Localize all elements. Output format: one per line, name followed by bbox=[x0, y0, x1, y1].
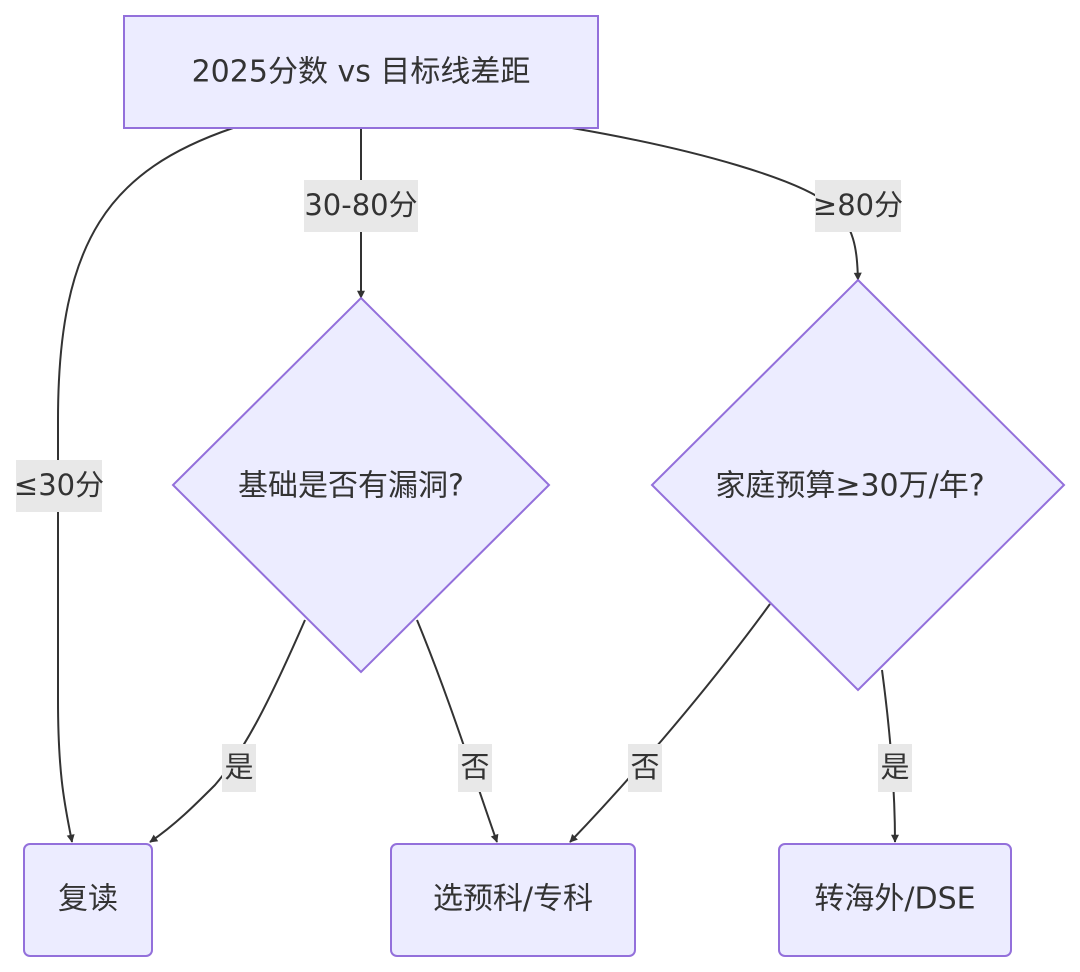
edge-label-ge80: ≥80分 bbox=[813, 180, 903, 232]
edge-label-foundation-no-text: 否 bbox=[460, 750, 489, 784]
edge-label-mid: 30-80分 bbox=[304, 180, 418, 232]
edge-score-to-budget bbox=[571, 127, 862, 281]
edge-label-budget-no-text: 否 bbox=[630, 750, 659, 784]
edge-label-ge80-text: ≥80分 bbox=[813, 188, 903, 222]
edge-label-foundation-yes: 是 bbox=[222, 744, 256, 792]
node-repeat-year-label: 复读 bbox=[58, 882, 118, 917]
node-foundation-gaps-label: 基础是否有漏洞? bbox=[238, 469, 464, 504]
node-foundation-gaps: 基础是否有漏洞? bbox=[171, 296, 551, 674]
edge-foundation-to-prep bbox=[416, 619, 499, 843]
edge-label-budget-yes: 是 bbox=[878, 744, 912, 792]
edge-label-foundation-yes-text: 是 bbox=[224, 750, 253, 784]
node-family-budget: 家庭预算≥30万/年? bbox=[650, 278, 1066, 692]
edge-score-to-repeat bbox=[57, 127, 234, 843]
node-overseas-dse-label: 转海外/DSE bbox=[814, 882, 975, 917]
edge-label-budget-no: 否 bbox=[628, 744, 662, 792]
node-prep-or-college: 选预科/专科 bbox=[390, 843, 636, 957]
node-prep-or-college-label: 选预科/专科 bbox=[433, 882, 593, 917]
node-score-gap: 2025分数 vs 目标线差距 bbox=[123, 15, 599, 129]
node-family-budget-label: 家庭预算≥30万/年? bbox=[715, 469, 984, 504]
edge-label-le30-text: ≤30分 bbox=[14, 468, 104, 502]
edge-label-mid-text: 30-80分 bbox=[304, 188, 417, 222]
edge-budget-to-prep bbox=[569, 603, 771, 843]
edge-foundation-to-repeat bbox=[149, 619, 306, 843]
node-overseas-dse: 转海外/DSE bbox=[778, 843, 1012, 957]
edge-label-le30: ≤30分 bbox=[14, 460, 104, 512]
node-repeat-year: 复读 bbox=[23, 843, 153, 957]
node-score-gap-label: 2025分数 vs 目标线差距 bbox=[192, 55, 531, 90]
edge-label-foundation-no: 否 bbox=[458, 744, 492, 792]
edge-label-budget-yes-text: 是 bbox=[880, 750, 909, 784]
